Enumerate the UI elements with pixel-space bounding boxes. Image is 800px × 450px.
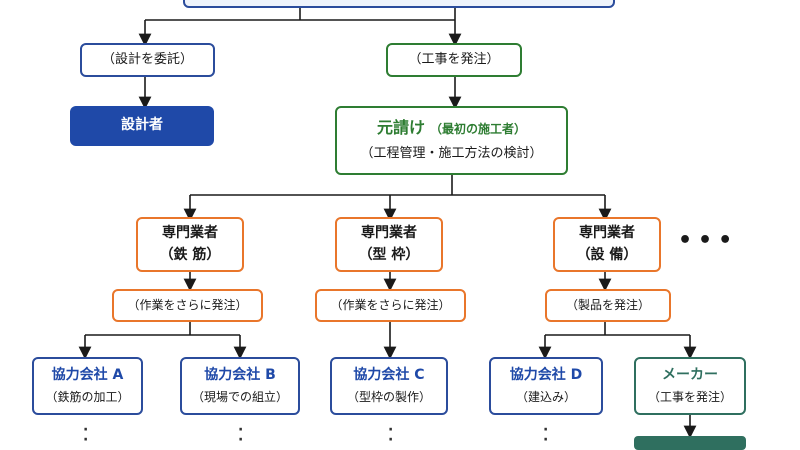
delegate-design-label: （設計を委託） bbox=[101, 51, 193, 67]
partner-box-a: 協力会社 A （鉄筋の加工） bbox=[32, 357, 143, 415]
order-construction-label: （工事を発注） bbox=[408, 51, 500, 67]
partner-a-name: 協力会社 A bbox=[51, 367, 124, 384]
partner-a-desc: （鉄筋の加工） bbox=[45, 389, 130, 404]
specialist-box-equipment: 専門業者 （設 備） bbox=[553, 217, 661, 272]
sub-order-label-2: （作業をさらに発注） bbox=[330, 298, 451, 312]
partner-b-name: 協力会社 B bbox=[204, 367, 276, 384]
specialist-box-formwork: 専門業者 （型 枠） bbox=[335, 217, 443, 272]
continuation-dots-c: ·· bbox=[388, 422, 394, 448]
sub-order-box-3: （製品を発注） bbox=[545, 289, 671, 322]
sub-order-label-1: （作業をさらに発注） bbox=[127, 298, 248, 312]
specialist-formwork-line2: （型 枠） bbox=[358, 246, 420, 263]
sub-order-box-1: （作業をさらに発注） bbox=[112, 289, 263, 322]
specialist-box-rebar: 専門業者 （鉄 筋） bbox=[136, 217, 244, 272]
more-ellipsis: ••• bbox=[678, 228, 739, 253]
maker-desc: （工事を発注） bbox=[647, 389, 732, 404]
partner-box-c: 協力会社 C （型枠の製作） bbox=[330, 357, 448, 415]
specialist-equipment-line1: 専門業者 bbox=[579, 225, 635, 241]
partner-b-desc: （現場での組立） bbox=[191, 389, 288, 404]
order-construction-box: （工事を発注） bbox=[386, 43, 522, 77]
delegate-design-box: （設計を委託） bbox=[80, 43, 215, 77]
specialist-rebar-line1: 専門業者 bbox=[162, 225, 218, 241]
partner-d-desc: （建込み） bbox=[515, 389, 576, 404]
general-contractor-subtitle: （最初の施工者） bbox=[430, 122, 527, 137]
general-contractor-heading: 元請け （最初の施工者） bbox=[377, 118, 526, 138]
general-contractor-title: 元請け bbox=[376, 118, 425, 138]
sub-order-box-2: （作業をさらに発注） bbox=[315, 289, 466, 322]
general-contractor-desc: （工程管理・施工方法の検討） bbox=[360, 146, 543, 162]
maker-box: メーカー （工事を発注） bbox=[634, 357, 746, 415]
partner-box-d: 協力会社 D （建込み） bbox=[489, 357, 603, 415]
general-contractor-box: 元請け （最初の施工者） （工程管理・施工方法の検討） bbox=[335, 106, 568, 175]
partner-d-name: 協力会社 D bbox=[509, 367, 583, 384]
partner-box-b: 協力会社 B （現場での組立） bbox=[180, 357, 300, 415]
partner-c-name: 協力会社 C bbox=[353, 367, 425, 384]
partner-c-desc: （型枠の製作） bbox=[346, 389, 431, 404]
designer-label: 設計者 bbox=[121, 117, 163, 134]
sub-order-label-3: （製品を発注） bbox=[565, 298, 650, 312]
specialist-rebar-line2: （鉄 筋） bbox=[159, 246, 221, 263]
maker-sub-box bbox=[634, 436, 746, 450]
continuation-dots-a: ·· bbox=[83, 422, 89, 448]
specialist-equipment-line2: （設 備） bbox=[576, 246, 638, 263]
designer-box: 設計者 bbox=[70, 106, 214, 146]
continuation-dots-b: ·· bbox=[238, 422, 244, 448]
maker-name: メーカー bbox=[662, 367, 718, 384]
continuation-dots-d: ·· bbox=[543, 422, 549, 448]
client-box bbox=[183, 0, 615, 8]
specialist-formwork-line1: 専門業者 bbox=[361, 225, 417, 241]
